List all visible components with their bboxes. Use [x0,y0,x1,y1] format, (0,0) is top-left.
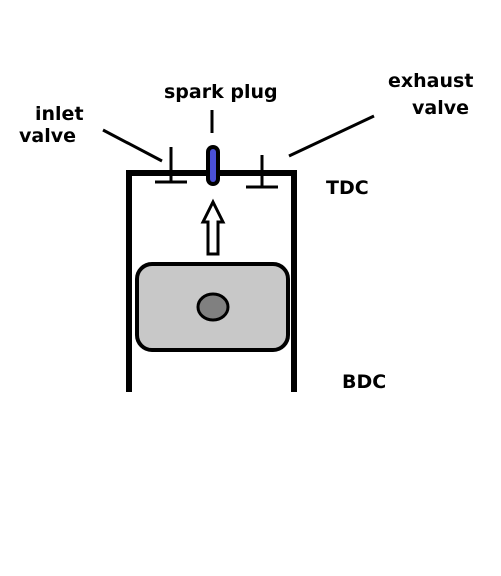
exhaust-valve [246,155,278,189]
bdc-label: BDC [342,371,387,393]
exhaust-valve-label-line2: valve [412,97,469,119]
inlet-valve-pointer [102,128,163,163]
up-arrow-icon [200,198,226,256]
inlet-valve-label: inlet [35,103,84,125]
spark-plug-label: spark plug [164,81,278,103]
piston-pin [196,292,230,322]
inlet-valve [155,147,187,184]
tdc-label: TDC [326,177,369,199]
exhaust-valve-pointer [288,114,375,158]
inlet-valve-label-line2: valve [19,125,76,147]
exhaust-valve-label: exhaust [388,70,474,92]
spark-plug [206,145,220,186]
